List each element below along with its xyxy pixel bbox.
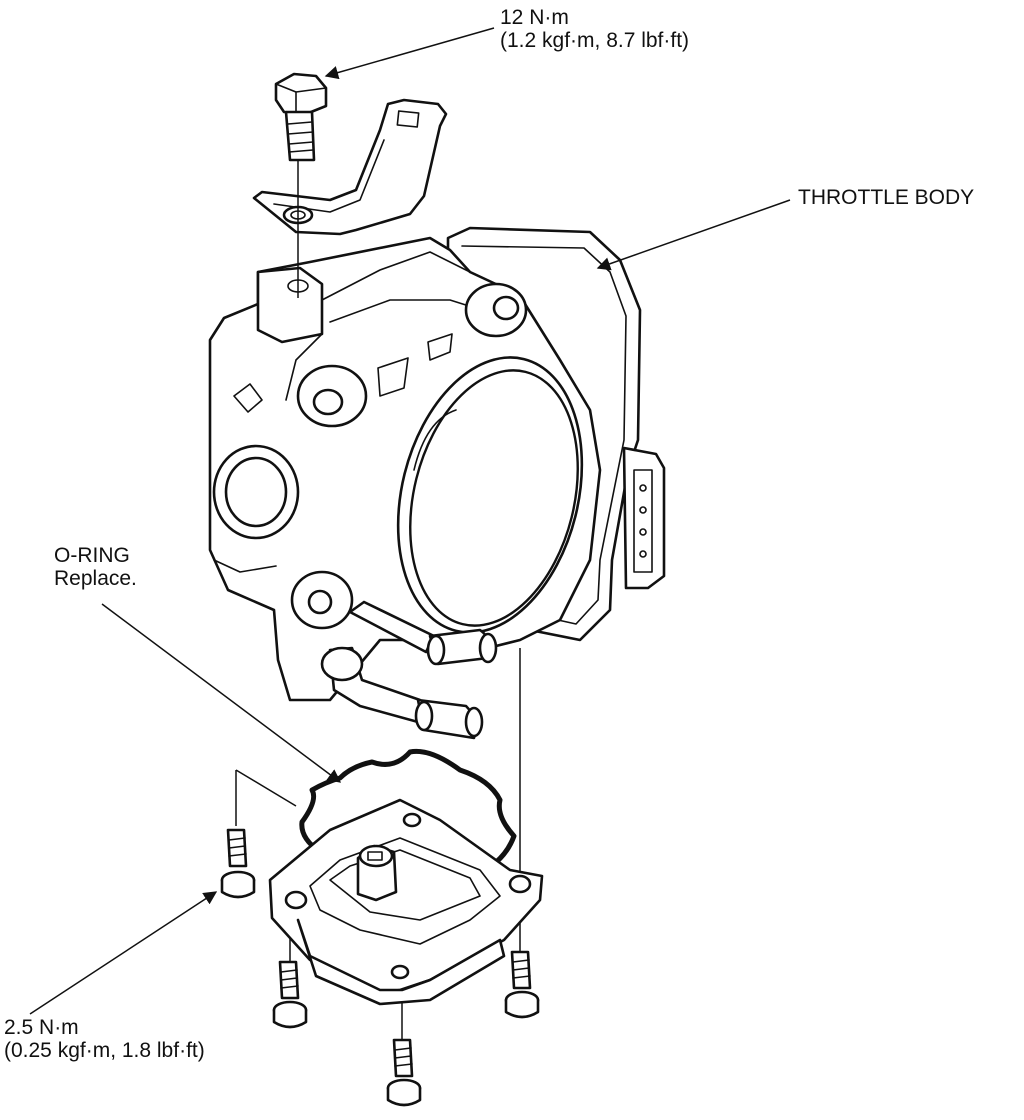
bolt-front-bottom xyxy=(386,1038,422,1107)
bottom-torque-conversions: (0.25 kgf·m, 1.8 lbf·ft) xyxy=(4,1039,205,1062)
bottom-torque-leader xyxy=(29,891,218,1015)
o-ring-leader xyxy=(101,603,342,783)
bottom-torque-value: 2.5 N·m xyxy=(4,1016,79,1039)
throttle-body-leader xyxy=(596,199,791,271)
throttle-sensor-connector xyxy=(622,446,666,590)
o-ring-note: Replace. xyxy=(54,567,137,590)
throttle-body xyxy=(208,226,666,740)
top-bolt xyxy=(274,72,328,162)
bolt-front-right xyxy=(504,950,540,1019)
bolt-front-left xyxy=(272,960,308,1029)
cover-housing xyxy=(268,798,544,1006)
bracket xyxy=(252,98,448,236)
throttle-body-label: THROTTLE BODY xyxy=(798,186,975,209)
top-torque-value: 12 N·m xyxy=(500,6,569,29)
bottom-torque-label: 2.5 N·m (0.25 kgf·m, 1.8 lbf·ft) xyxy=(4,1016,205,1062)
o-ring-label: O-RING Replace. xyxy=(54,544,137,590)
top-torque-leader xyxy=(324,27,495,80)
top-torque-label: 12 N·m (1.2 kgf·m, 8.7 lbf·ft) xyxy=(500,6,689,52)
bolt-left xyxy=(220,828,256,899)
o-ring-name: O-RING xyxy=(54,544,130,567)
top-torque-conversions: (1.2 kgf·m, 8.7 lbf·ft) xyxy=(500,29,690,52)
